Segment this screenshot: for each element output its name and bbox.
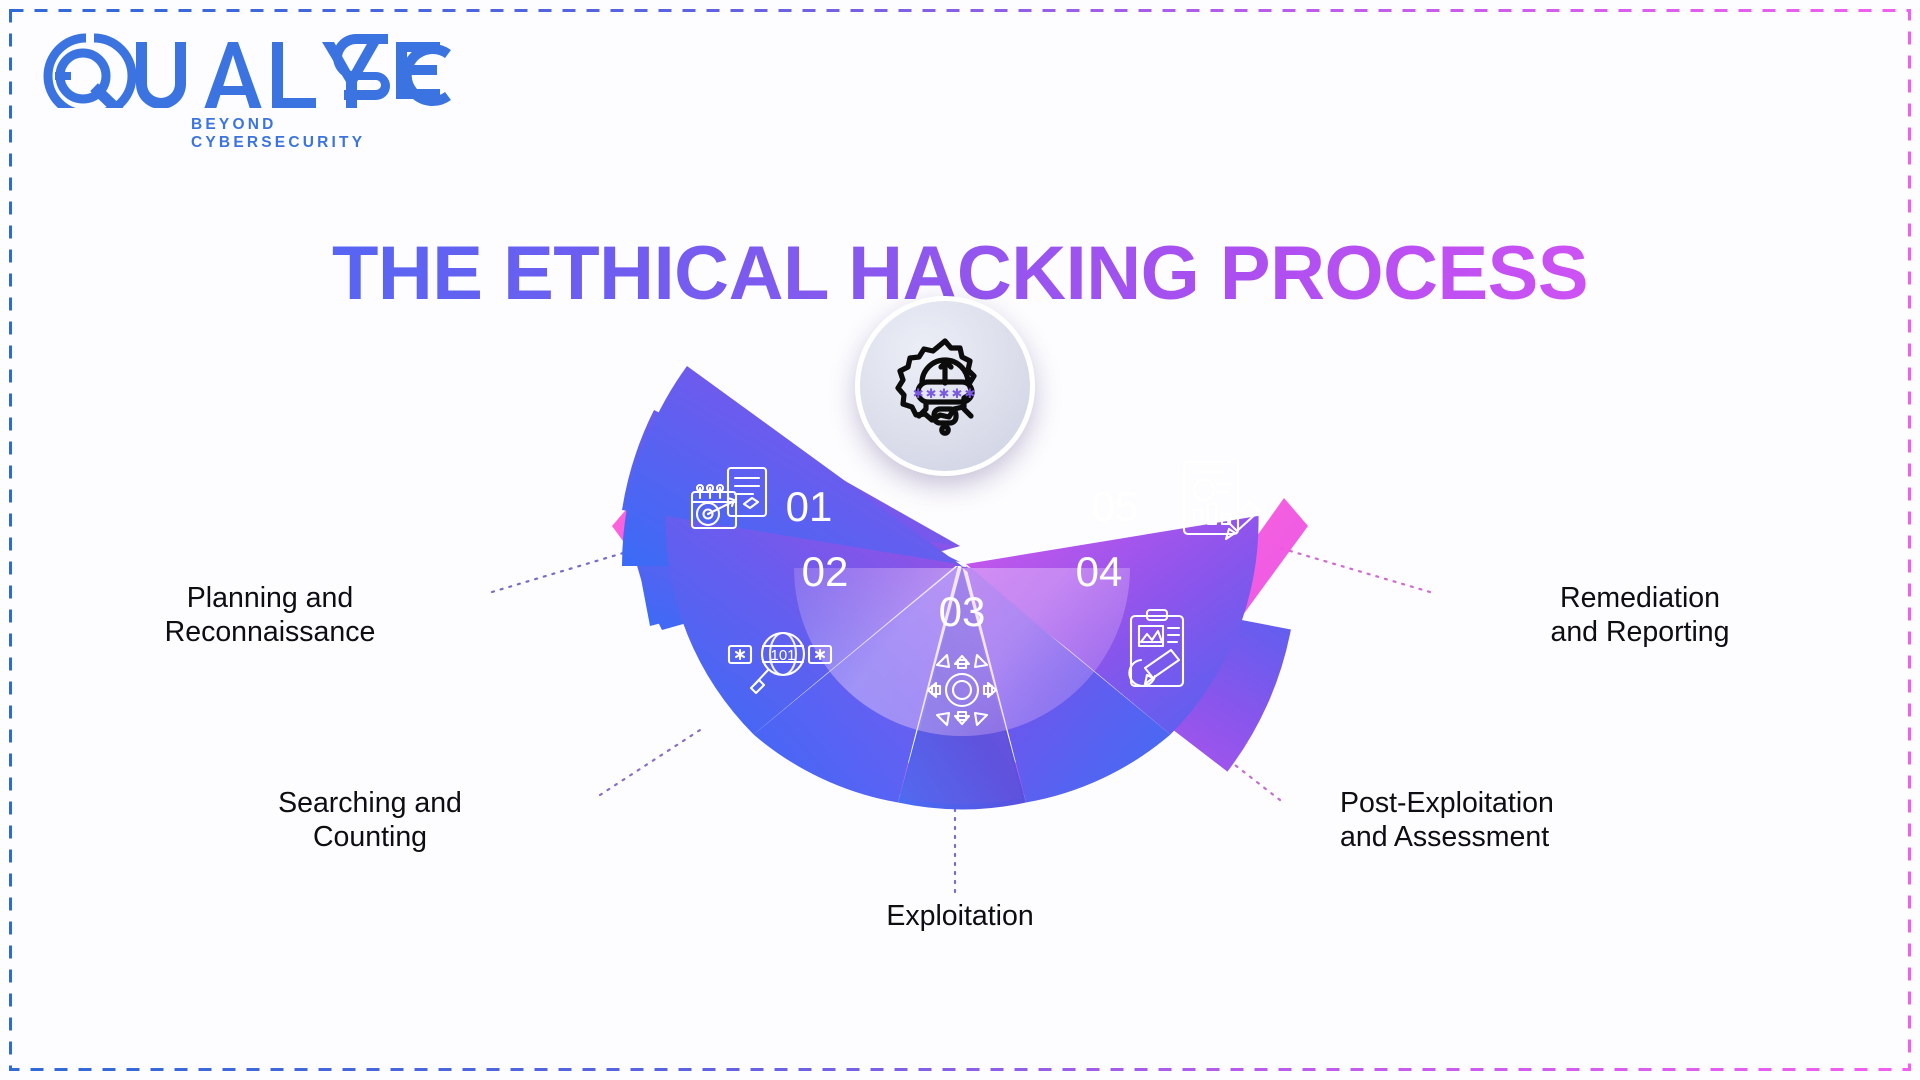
fan-final [665,515,1259,810]
svg-text:✱✱✱✱✱: ✱✱✱✱✱ [913,386,977,401]
step-label-post-exploitation: Post-Exploitation and Assessment [1340,787,1554,853]
segment-number-03: 03 [939,588,986,635]
step-label-exploitation: Exploitation [886,900,1034,932]
segment-number-01: 01 [786,483,833,530]
segment-number-04: 04 [1076,548,1123,595]
segment-01[interactable] [622,366,962,566]
svg-text:101: 101 [770,647,795,664]
segment-number-02: 02 [802,548,849,595]
segment-number-05: 05 [1092,483,1139,530]
password-dots: ✱✱✱✱✱ [913,386,977,401]
hub-circle: ✱✱✱✱✱ [855,296,1035,476]
report-chart-pen-icon [1182,460,1261,541]
qualysec-logo: BEYOND CYBERSECURITY [36,28,456,151]
magnifier-binary-icon: 101 [727,631,833,695]
center-shade [902,568,1022,805]
step-label-searching: Searching and Counting [278,787,462,853]
step-label-remediation: Remediation and Reporting [1550,582,1730,648]
clipboard-checklist-pen-icon [1128,608,1185,688]
gear-bug-icon: ✱✱✱✱✱ [895,338,977,436]
step-label-planning: Planning and Reconnaissance [164,582,376,648]
process-fan-diagram: 01 02 03 04 05 [590,330,1330,830]
gear-arrows-spread-icon [926,653,998,727]
sectors [622,366,962,566]
calendar-target-document-icon [690,466,768,530]
inner-gloss-ring [794,568,1130,736]
segment-numbers: 01 02 03 04 05 [786,483,1139,635]
logo-tagline: BEYOND CYBERSECURITY [191,116,366,151]
